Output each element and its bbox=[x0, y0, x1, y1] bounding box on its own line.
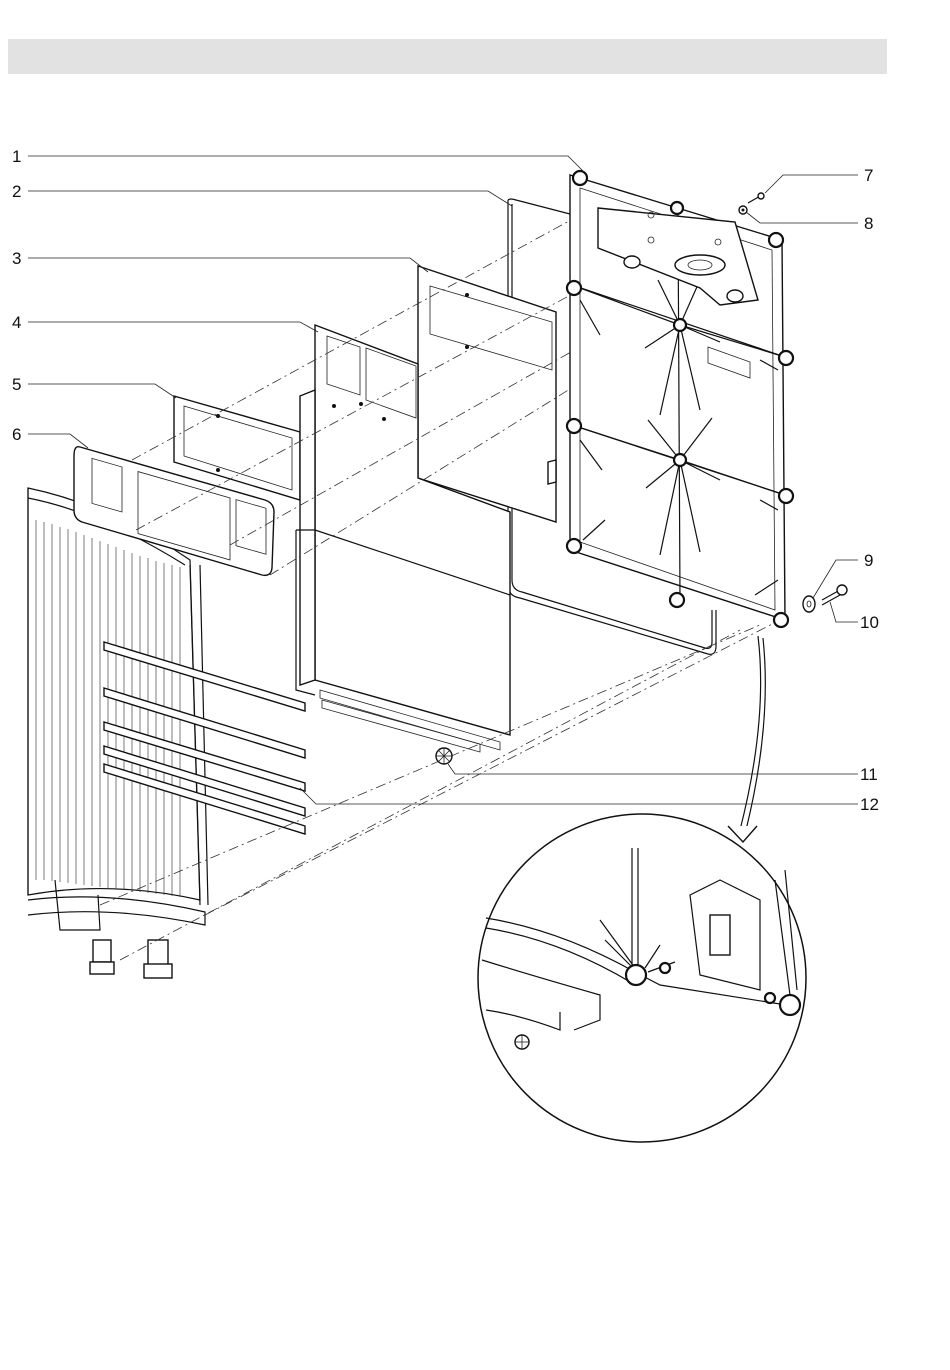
callout-8: 8 bbox=[864, 214, 873, 233]
callout-3: 3 bbox=[12, 249, 21, 268]
foot-right bbox=[144, 940, 172, 978]
foot-left bbox=[90, 940, 114, 974]
callout-9: 9 bbox=[864, 551, 873, 570]
callout-10: 10 bbox=[860, 613, 879, 632]
part-7-screw bbox=[748, 193, 764, 203]
callout-1: 1 bbox=[12, 147, 21, 166]
detail-view bbox=[478, 814, 806, 1142]
part-10-screw bbox=[822, 585, 847, 605]
part-3-panel bbox=[418, 266, 556, 522]
part-11-cap bbox=[436, 748, 452, 764]
part-9-washer bbox=[803, 596, 815, 612]
callout-12: 12 bbox=[860, 795, 879, 814]
callout-5: 5 bbox=[12, 375, 21, 394]
part-8-nut bbox=[739, 206, 747, 214]
callout-11: 11 bbox=[860, 765, 878, 784]
callout-6: 6 bbox=[12, 425, 21, 444]
callout-7: 7 bbox=[864, 166, 873, 185]
callout-4: 4 bbox=[12, 313, 21, 332]
callout-2: 2 bbox=[12, 182, 21, 201]
detail-arrow bbox=[728, 636, 765, 842]
part-1-back-plate bbox=[548, 171, 793, 627]
